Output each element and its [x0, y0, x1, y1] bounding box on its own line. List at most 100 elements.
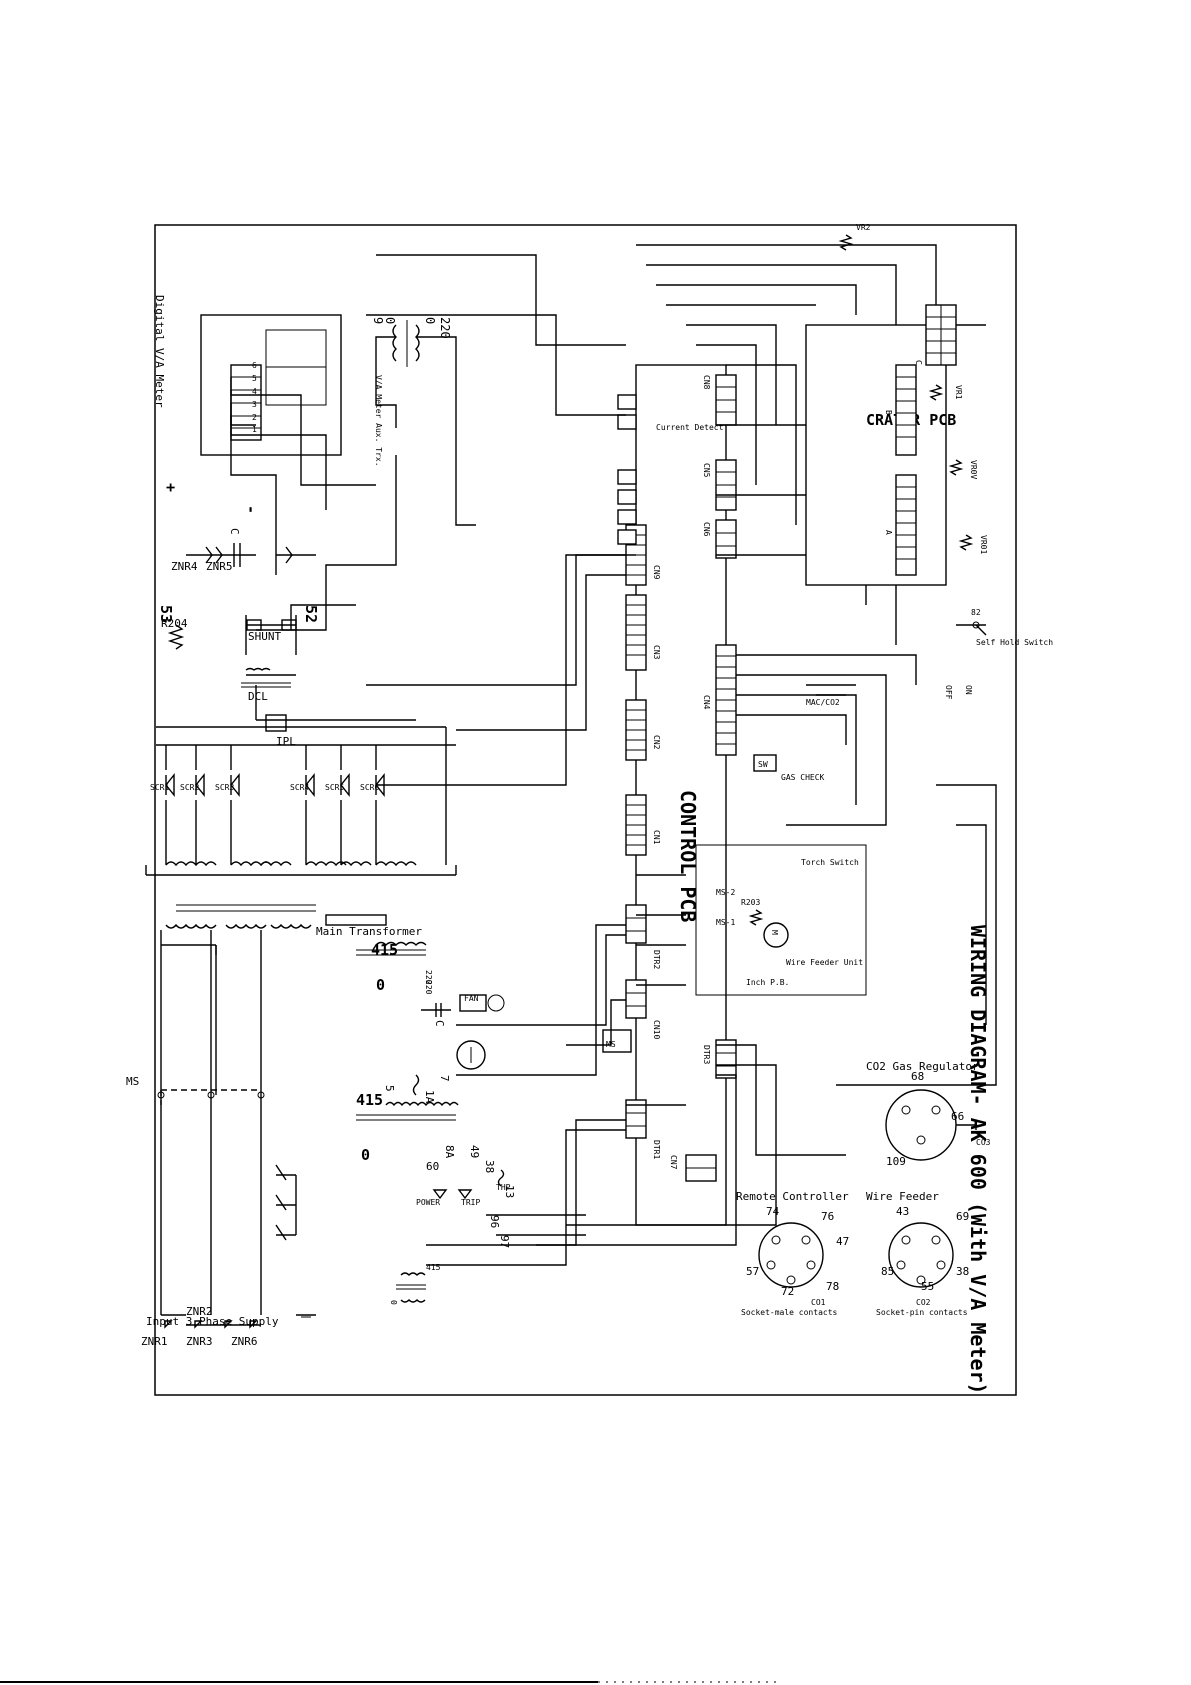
r204-label: R204 — [161, 617, 188, 630]
sw-label: SW — [758, 760, 768, 769]
co1-title: Remote Controller — [736, 1190, 849, 1203]
meter-pin-6: 6 — [252, 361, 257, 370]
mac-co2-label: MAC/CO2 — [806, 698, 840, 707]
fuse-1a: 1A — [423, 1090, 436, 1104]
crater-connector-a: A — [884, 474, 917, 576]
shunt-dcl-block: R204 SHUNT DCL 53 52 — [157, 455, 397, 703]
ms1-label: MS-1 — [716, 918, 735, 927]
znr2-label: ZNR2 — [186, 1305, 213, 1318]
tr-415-a: 415 — [371, 941, 398, 959]
current-detect-label: Current Detect — [656, 423, 724, 432]
current-detect: Current Detect — [617, 394, 724, 432]
va-meter-aux-transformer: 0 0 9 220 V/A Meter Aux. Trx. — [371, 317, 452, 467]
scr1: SCR1 — [150, 773, 175, 797]
znr3-label: ZNR3 — [186, 1335, 213, 1348]
vr01-label: VR01 — [979, 535, 988, 554]
thp-label: THP — [496, 1183, 511, 1192]
meter-pin-1: 1 — [252, 425, 257, 434]
co1-pin-47: 47 — [836, 1235, 849, 1248]
mac-co2-block: MAC/CO2 SW GAS CHECK — [753, 684, 856, 782]
meter-label: Digital V/A Meter — [153, 295, 166, 408]
cn5: CN5 — [702, 459, 737, 511]
co2-pin-38: 38 — [956, 1265, 969, 1278]
cn4-label: CN4 — [702, 695, 711, 710]
tr-415-c: 415 — [426, 1263, 441, 1272]
shunt-label: SHUNT — [248, 630, 281, 643]
tr-220-a: 220 — [424, 970, 433, 985]
dtr1-label: DTR1 — [652, 1140, 661, 1159]
ms-fuse-block: MS 1A 5 7 — [383, 1029, 632, 1104]
wire-96: 96 — [488, 1215, 501, 1228]
crater-conn-c: C — [914, 360, 923, 365]
znr6-label: ZNR6 — [231, 1335, 258, 1348]
cn6: CN6 — [702, 519, 737, 559]
aux-tr-0-left: 0 — [383, 317, 397, 324]
meter-pin-4: 4 — [252, 387, 257, 396]
cn9-label: CN9 — [652, 565, 661, 580]
aux-tr-0-right: 0 — [423, 317, 437, 324]
c-label-fan: C — [433, 1020, 446, 1027]
crater-pcb: CRATER PCB C B — [805, 223, 988, 586]
secondary-windings — [145, 861, 457, 876]
znr1-label: ZNR1 — [141, 1335, 168, 1348]
vr2-label: VR2 — [856, 223, 871, 232]
co3-pin-109: 109 — [886, 1155, 906, 1168]
crater-conn-b: B — [884, 410, 893, 415]
terminal-52: 52 — [302, 605, 320, 623]
scr5: SCR5 — [325, 773, 350, 797]
socket-co2: Wire Feeder 43 69 38 55 85 CO2 Socket-pi… — [866, 1190, 969, 1317]
cn5-label: CN5 — [702, 463, 711, 478]
wire-97: 97 — [498, 1235, 511, 1248]
meter-pin-5: 5 — [252, 374, 257, 383]
co1-code: CO1 — [811, 1298, 826, 1307]
co2-pin-55: 55 — [921, 1280, 934, 1293]
r203-label: R203 — [741, 898, 760, 907]
off-label: OFF — [944, 685, 953, 700]
three-phase-supply: MS Input 3 Phase Supply ZNR1 ZNR3 ZNR6 Z… — [126, 930, 316, 1348]
tr-415-b: 415 — [356, 1091, 383, 1109]
ms-switches — [275, 1164, 297, 1241]
co3-pin-68: 68 — [911, 1070, 924, 1083]
co3-code: CO3 — [976, 1138, 991, 1147]
control-transformer-2: 415 0 60 8A 49 38 13 — [356, 1091, 516, 1198]
co2-pin-43: 43 — [896, 1205, 909, 1218]
scr4: SCR4 — [290, 773, 315, 797]
scr3-label: SCR3 — [215, 783, 234, 792]
scr3: SCR3 — [215, 773, 240, 797]
scr2: SCR2 — [180, 773, 205, 797]
co1-pin-76: 76 — [821, 1210, 834, 1223]
tr-8a: 8A — [443, 1145, 456, 1159]
meter-pins: 6 5 4 3 2 1 — [231, 361, 261, 434]
aux-tr-label: V/A Meter Aux. Trx. — [374, 375, 383, 467]
power-trip-block: POWER TRIP THP 96 97 — [416, 1169, 586, 1248]
scr6-label: SCR6 — [360, 783, 379, 792]
scr2-label: SCR2 — [180, 783, 199, 792]
scr-bridge: IPL SCR1 SCR2 SCR3 — [150, 685, 456, 865]
cn2: CN2 — [625, 699, 661, 761]
supply-label: Input 3 Phase Supply — [146, 1315, 279, 1328]
cn10: CN10 — [625, 979, 661, 1039]
fan-block: FAN C — [421, 994, 505, 1070]
minus-terminal: - — [242, 505, 260, 514]
dtr2: DTR2 — [625, 904, 661, 969]
power-label: POWER — [416, 1198, 440, 1207]
fuse-7: 7 — [438, 1075, 451, 1082]
self-hold-switch: 82 Self Hold Switch OFF ON — [944, 608, 1053, 700]
trip-label: TRIP — [461, 1198, 480, 1207]
socket-co3: CO2 Gas Regulator 68 66 109 CO3 — [866, 1060, 991, 1168]
dtr3: DTR3 — [702, 1039, 737, 1079]
tr-49: 49 — [468, 1145, 481, 1158]
co1-pin-74: 74 — [766, 1205, 780, 1218]
aux-tr-220: 220 — [438, 317, 452, 339]
scr1-label: SCR1 — [150, 783, 169, 792]
znr4-label: ZNR4 — [171, 560, 198, 573]
tr-0-a: 0 — [376, 976, 385, 994]
scr4-label: SCR4 — [290, 783, 309, 792]
ipl-label: IPL — [276, 735, 296, 748]
cn1: CN1 — [625, 794, 661, 856]
plus-terminal: + — [162, 483, 180, 492]
crater-conn-a: A — [884, 530, 893, 535]
co2-pin-85: 85 — [881, 1265, 894, 1278]
dtr3-label: DTR3 — [702, 1045, 711, 1064]
diagram-title: WIRING DIAGRAM- AK 600 (With V/A Meter) — [966, 925, 990, 1395]
